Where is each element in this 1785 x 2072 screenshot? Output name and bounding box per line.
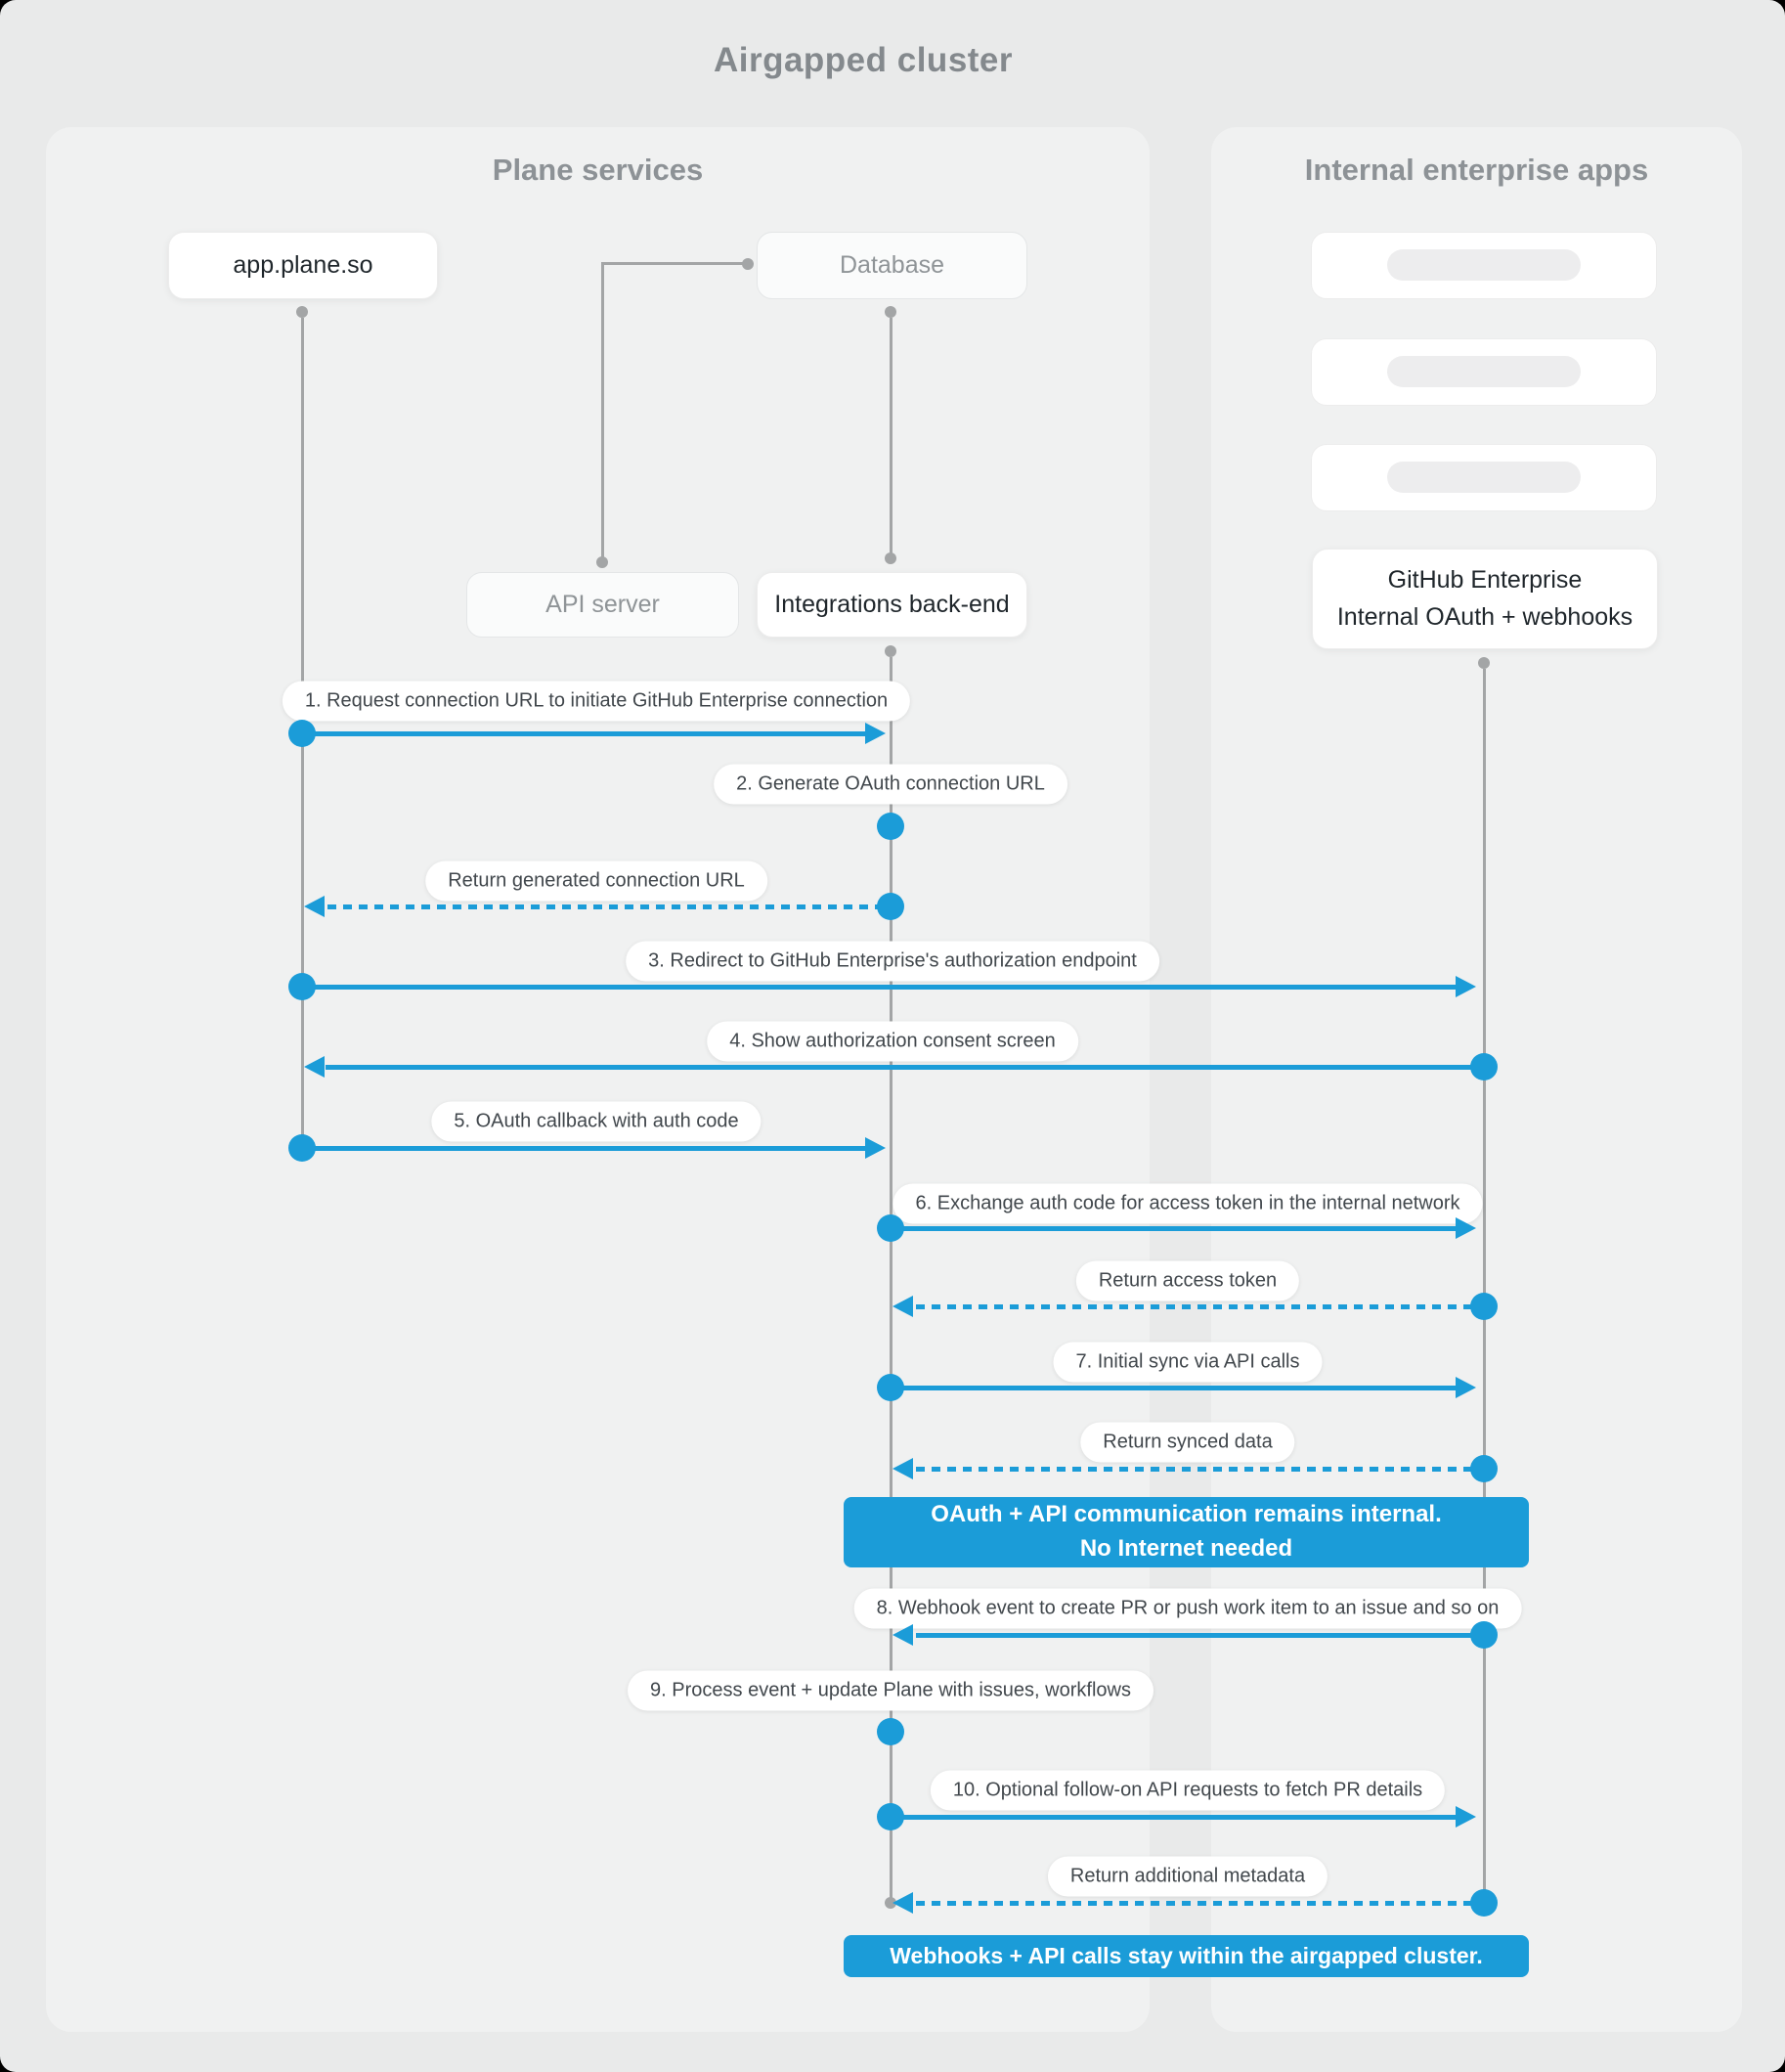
- internal-enterprise-apps-title: Internal enterprise apps: [1304, 153, 1649, 187]
- actor-app-plane: app.plane.so: [168, 232, 438, 299]
- message-1-origin: [288, 720, 316, 747]
- message-7-arrow: [891, 1386, 1458, 1390]
- return-1-label: Return generated connection URL: [425, 860, 767, 902]
- enterprise-app-placeholder-3: [1311, 444, 1657, 511]
- message-3-origin: [288, 973, 316, 1000]
- banner-1-line2: No Internet needed: [1079, 1535, 1293, 1562]
- banner-2-line1: Webhooks + API calls stay within the air…: [890, 1943, 1483, 1968]
- message-2-origin: [877, 813, 904, 840]
- message-10-origin: [877, 1803, 904, 1830]
- diagram-title: Airgapped cluster: [713, 41, 1014, 79]
- message-10-arrowhead: [1456, 1806, 1476, 1828]
- actor-github-line1: GitHub Enterprise: [1387, 566, 1583, 594]
- message-6-label: 6. Exchange auth code for access token i…: [892, 1183, 1483, 1224]
- return-2-label: Return access token: [1075, 1260, 1300, 1301]
- placeholder-bar: [1387, 249, 1581, 281]
- connector-dot-database: [742, 258, 754, 270]
- lifeline-dot-app-plane: [296, 306, 308, 318]
- message-1-arrow: [302, 731, 868, 736]
- message-8-arrowhead: [892, 1624, 913, 1646]
- return-3-arrowhead: [892, 1458, 913, 1479]
- message-6-arrow: [891, 1226, 1458, 1231]
- actor-api-server: API server: [466, 572, 739, 638]
- message-7-label: 7. Initial sync via API calls: [1053, 1342, 1323, 1383]
- message-2-label: 2. Generate OAuth connection URL: [714, 764, 1067, 805]
- message-4-label: 4. Show authorization consent screen: [707, 1021, 1078, 1062]
- message-5-label: 5. OAuth callback with auth code: [431, 1101, 762, 1142]
- connector-dot-api-server: [596, 556, 608, 568]
- actor-github-line2: Internal OAuth + webhooks: [1336, 602, 1633, 631]
- return-3-label: Return synced data: [1080, 1422, 1295, 1463]
- message-10-arrow: [891, 1815, 1458, 1820]
- message-8-label: 8. Webhook event to create PR or push wo…: [853, 1588, 1522, 1629]
- return-1-arrowhead: [304, 896, 325, 917]
- plane-services-title: Plane services: [492, 153, 704, 187]
- return-1-origin: [877, 893, 904, 920]
- message-3-arrowhead: [1456, 976, 1476, 997]
- actor-database: Database: [757, 232, 1027, 299]
- message-4-arrow: [326, 1065, 1484, 1070]
- lifeline-github: [1483, 669, 1486, 1903]
- lifeline-dot-github: [1478, 657, 1490, 669]
- lifeline-integrations: [890, 657, 892, 1903]
- connector-dot-integrations-top: [885, 552, 896, 564]
- message-5-arrow: [302, 1146, 868, 1151]
- lifeline-dot-integrations: [885, 645, 896, 657]
- placeholder-bar: [1387, 356, 1581, 387]
- actor-integrations-backend-label: Integrations back-end: [774, 591, 1010, 618]
- message-9-label: 9. Process event + update Plane with iss…: [628, 1670, 1154, 1711]
- connector-to-database: [601, 262, 748, 265]
- enterprise-app-placeholder-1: [1311, 232, 1657, 299]
- message-10-label: 10. Optional follow-on API requests to f…: [930, 1770, 1446, 1811]
- message-7-arrowhead: [1456, 1377, 1476, 1398]
- actor-api-server-label: API server: [545, 591, 660, 618]
- message-7-origin: [877, 1374, 904, 1401]
- return-2-arrow: [916, 1304, 1484, 1309]
- placeholder-bar: [1387, 462, 1581, 493]
- return-2-arrowhead: [892, 1296, 913, 1317]
- internal-communication-banner: OAuth + API communication remains intern…: [844, 1497, 1529, 1567]
- message-5-arrowhead: [865, 1137, 886, 1159]
- actor-database-label: Database: [839, 251, 945, 279]
- return-1-arrow: [327, 904, 891, 909]
- message-8-origin: [1470, 1621, 1498, 1649]
- internal-enterprise-apps-panel: [1211, 127, 1742, 2032]
- message-9-origin: [877, 1718, 904, 1745]
- message-6-origin: [877, 1214, 904, 1242]
- connector-database-integrations: [890, 318, 892, 558]
- actor-github-enterprise: GitHub Enterprise Internal OAuth + webho…: [1312, 549, 1658, 649]
- return-4-label: Return additional metadata: [1047, 1856, 1328, 1897]
- banner-1-line1: OAuth + API communication remains intern…: [931, 1501, 1442, 1528]
- return-3-origin: [1470, 1455, 1498, 1482]
- message-4-origin: [1470, 1053, 1498, 1080]
- message-6-arrowhead: [1456, 1217, 1476, 1239]
- airgapped-banner: Webhooks + API calls stay within the air…: [844, 1935, 1529, 1977]
- message-4-arrowhead: [304, 1056, 325, 1078]
- plane-services-panel: [46, 127, 1150, 2032]
- message-1-arrowhead: [865, 723, 886, 744]
- connector-api-server-up: [601, 262, 604, 564]
- lifeline-dot-database: [885, 306, 896, 318]
- message-1-label: 1. Request connection URL to initiate Gi…: [282, 681, 911, 722]
- message-5-origin: [288, 1134, 316, 1162]
- return-4-origin: [1470, 1889, 1498, 1917]
- enterprise-app-placeholder-2: [1311, 338, 1657, 406]
- return-4-arrowhead: [892, 1892, 913, 1914]
- actor-integrations-backend: Integrations back-end: [757, 572, 1027, 638]
- return-3-arrow: [916, 1467, 1484, 1472]
- return-4-arrow: [916, 1901, 1484, 1906]
- message-8-arrow: [916, 1633, 1484, 1638]
- message-3-label: 3. Redirect to GitHub Enterprise's autho…: [626, 941, 1159, 982]
- actor-app-plane-label: app.plane.so: [233, 251, 373, 279]
- return-2-origin: [1470, 1293, 1498, 1320]
- message-3-arrow: [302, 985, 1458, 990]
